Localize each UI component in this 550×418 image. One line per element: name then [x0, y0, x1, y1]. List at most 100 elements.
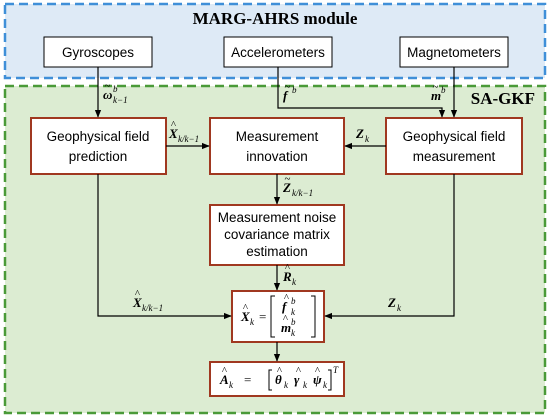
symbol-accent: ~	[285, 173, 291, 185]
block-label-line: measurement	[413, 149, 496, 164]
symbol-base: f	[283, 88, 289, 103]
symbol-base: Z	[355, 126, 364, 141]
block-label-line: prediction	[69, 149, 128, 164]
marg-ahrs-module-title: MARG-AHRS module	[193, 9, 358, 28]
symbol-superscript: b	[291, 296, 296, 306]
sensor-label: Accelerometers	[231, 45, 325, 60]
symbol-base: θ	[275, 372, 282, 387]
symbol-subscript: k/k−1	[292, 188, 313, 198]
symbol-accent: ^	[315, 365, 321, 377]
signal-z-innovation: Z~k/k−1	[282, 173, 313, 198]
attitude-theta: θ^k	[275, 365, 289, 390]
symbol-superscript: b	[441, 85, 446, 95]
vector-right-bracket	[328, 369, 332, 391]
sa-gkf-module-title: SA-GKF	[471, 89, 535, 108]
state-lhs: X^k	[240, 302, 255, 327]
symbol-subscript: k	[397, 303, 402, 313]
state-vector-m: m^bk	[281, 313, 296, 338]
symbol-base: X	[132, 295, 142, 310]
symbol-accent: ^	[135, 288, 141, 300]
block-measurement-innovation: Measurement innovation	[209, 117, 345, 175]
symbol-base: X	[168, 126, 178, 141]
symbol-subscript: k	[292, 277, 297, 287]
matrix-right-bracket	[311, 295, 316, 338]
block-label-line: Geophysical field	[47, 129, 150, 144]
block-attitude-output	[209, 361, 345, 397]
symbol-subscript: k	[291, 307, 296, 317]
attitude-gamma: γ^k	[294, 365, 308, 390]
block-geophysical-field-prediction: Geophysical field prediction	[30, 117, 167, 175]
symbol-subscript: k−1	[113, 95, 128, 105]
symbol-base: R	[282, 269, 292, 284]
block-label-line: estimation	[246, 244, 308, 259]
symbol-superscript: b	[291, 317, 296, 327]
sensor-label: Gyroscopes	[62, 45, 134, 60]
symbol-base: Z	[387, 295, 396, 310]
block-state-estimate	[231, 290, 325, 343]
block-label-line: innovation	[246, 149, 308, 164]
block-label-line: Measurement noise	[218, 210, 337, 225]
symbol-base: Z	[282, 180, 291, 195]
symbol-base: m	[431, 88, 441, 103]
symbol-superscript: b	[292, 85, 297, 95]
arrow-prediction-to-state	[97, 174, 232, 320]
symbol-subscript: k	[365, 134, 370, 144]
arrow-accel-to-measurement	[277, 67, 446, 118]
matrix-left-bracket	[270, 295, 275, 338]
symbol-accent: ~	[105, 80, 111, 92]
arrow-measurement-to-state	[324, 174, 455, 320]
symbol-accent: ^	[171, 119, 177, 131]
symbol-accent: ^	[296, 365, 302, 377]
equals-sign: =	[259, 309, 266, 324]
connections	[94, 67, 458, 362]
signal-x-predicted-top: X^k/k−1	[168, 119, 199, 144]
signal-r-hat: R^k	[282, 262, 297, 287]
symbol-base: m	[281, 320, 291, 335]
attitude-lhs: A^k	[219, 365, 234, 390]
symbol-base: A	[219, 372, 229, 387]
sensor-magnetometers: Magnetometers	[399, 36, 509, 68]
symbol-accent: ^	[243, 302, 249, 314]
sensor-label: Magnetometers	[407, 45, 501, 60]
symbol-subscript: k	[250, 317, 255, 327]
symbol-accent: ^	[285, 262, 291, 274]
symbol-base: X	[240, 309, 250, 324]
symbol-base: f	[282, 299, 288, 314]
symbol-accent: ^	[222, 365, 228, 377]
vector-left-bracket	[268, 369, 272, 391]
signal-x-predicted-bottom: X^k/k−1	[132, 288, 163, 313]
symbol-subscript: k/k−1	[178, 134, 199, 144]
block-label-line: covariance matrix	[224, 227, 330, 242]
state-vector-f: f^bk	[282, 292, 296, 317]
signal-f: f~b	[283, 81, 297, 103]
symbol-subscript: k	[303, 380, 308, 390]
sensor-accelerometers: Accelerometers	[223, 36, 333, 68]
symbol-base: γ	[294, 372, 300, 387]
symbol-subscript: k/k−1	[142, 303, 163, 313]
transpose-superscript: T	[333, 365, 339, 375]
symbol-subscript: k	[229, 380, 234, 390]
symbol-subscript: k	[291, 328, 296, 338]
equals-sign: =	[244, 372, 251, 387]
block-noise-covariance-estimation: Measurement noise covariance matrix esti…	[209, 204, 345, 266]
sensor-gyroscopes: Gyroscopes	[43, 36, 153, 68]
signal-m: m~b	[431, 81, 446, 103]
attitude-psi: ψ^k	[313, 365, 328, 390]
symbol-accent: ~	[433, 81, 439, 93]
symbol-base: ψ	[313, 372, 322, 387]
symbol-subscript: k	[284, 380, 289, 390]
signal-omega: ω~bk−1	[103, 80, 128, 105]
symbol-subscript: k	[323, 380, 328, 390]
block-label-line: Measurement	[236, 129, 319, 144]
block-geophysical-field-measurement: Geophysical field measurement	[385, 117, 523, 175]
symbol-superscript: b	[113, 84, 118, 94]
symbol-accent: ^	[277, 365, 283, 377]
block-label-line: Geophysical field	[403, 129, 506, 144]
symbol-accent: ^	[284, 292, 290, 304]
symbol-accent: ^	[283, 313, 289, 325]
